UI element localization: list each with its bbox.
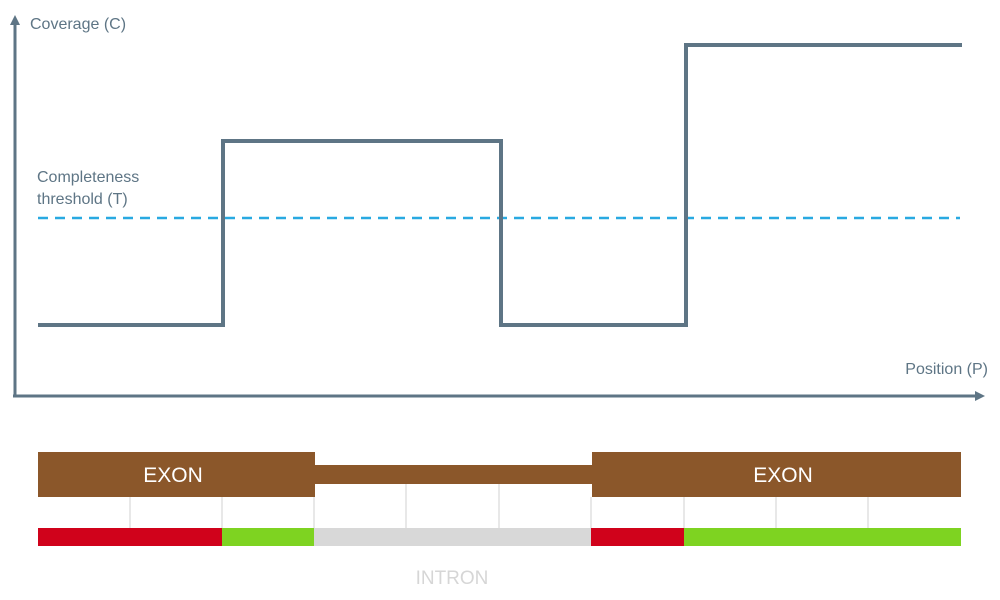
axes: Coverage (C) Position (P) [10,15,988,401]
threshold: Completeness threshold (T) [37,169,960,220]
exon-2-label: EXON [753,464,813,487]
y-axis-label: Coverage (C) [30,16,126,33]
threshold-label-line2: threshold (T) [37,191,128,208]
threshold-label-line1: Completeness [37,169,139,186]
x-axis-label: Position (P) [905,361,988,378]
coverage-bin-2 [130,528,222,546]
gene-model: EXON EXON [38,452,961,497]
coverage-bin-6 [499,528,591,546]
coverage-bin-8 [684,528,776,546]
exon-1-label: EXON [143,464,203,487]
coverage-bin-10 [868,528,961,546]
exon-2-block [592,452,961,497]
coverage-bin-4 [314,528,406,546]
exon-1-block [38,452,315,497]
coverage-line [38,43,962,327]
bin-dividers [129,484,869,528]
coverage-bin-7 [591,528,684,546]
coverage-bin-1 [38,528,130,546]
intron-label: INTRON [416,568,489,589]
coverage-bin-5 [406,528,499,546]
coverage-bin-3 [222,528,314,546]
coverage-bin-9 [776,528,868,546]
intron-connector [315,465,592,484]
coverage-bins [38,528,961,546]
